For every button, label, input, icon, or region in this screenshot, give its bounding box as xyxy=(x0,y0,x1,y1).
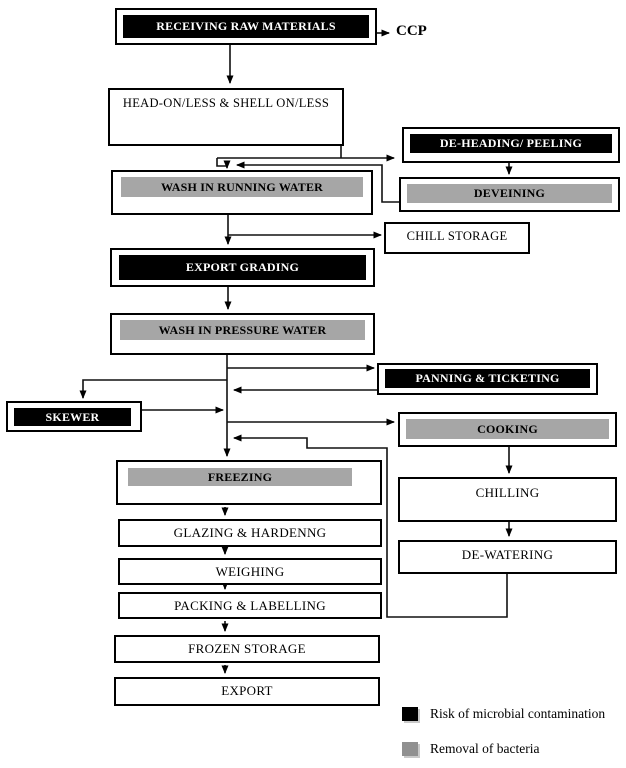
box-frozen-storage: FROZEN STORAGE xyxy=(114,635,380,663)
box-receiving-label: RECEIVING RAW MATERIALS xyxy=(123,15,369,38)
box-skewer-label: SKEWER xyxy=(14,408,131,426)
legend-removal-label: Removal of bacteria xyxy=(430,741,540,756)
box-panning-label: PANNING & TICKETING xyxy=(385,369,590,388)
legend-removal-swatch xyxy=(402,742,418,756)
box-export-grading-label: EXPORT GRADING xyxy=(119,255,366,280)
legend-risk-swatch xyxy=(402,707,418,721)
box-deveining-label: DEVEINING xyxy=(407,184,612,203)
ccp-label: CCP xyxy=(396,23,427,39)
box-skewer: SKEWER xyxy=(6,401,142,432)
legend-risk-row: Risk of microbial contamination xyxy=(402,706,605,722)
box-wash-pressure-water: WASH IN PRESSURE WATER xyxy=(110,313,375,355)
box-wash-running-label: WASH IN RUNNING WATER xyxy=(121,177,363,197)
box-cooking: COOKING xyxy=(398,412,617,447)
box-freezing: FREEZING xyxy=(116,460,382,505)
box-dewatering-label: DE-WATERING xyxy=(461,547,554,562)
box-packing-labelling: PACKING & LABELLING xyxy=(118,592,382,619)
box-deheading-peeling: DE-HEADING/ PEELING xyxy=(402,127,620,163)
box-frozen-storage-label: FROZEN STORAGE xyxy=(188,641,306,656)
arrow-dewatering-return xyxy=(233,434,508,618)
box-head-on-label: HEAD-ON/LESS & SHELL ON/LESS xyxy=(122,96,330,110)
box-deveining: DEVEINING xyxy=(399,177,620,212)
arrow-headon-to-washrunning xyxy=(216,158,231,169)
box-chilling: CHILLING xyxy=(398,477,617,522)
box-wash-running-water: WASH IN RUNNING WATER xyxy=(111,170,373,215)
box-deheading-label: DE-HEADING/ PEELING xyxy=(410,134,612,153)
box-packing-label: PACKING & LABELLING xyxy=(174,598,326,613)
box-panning-ticketing: PANNING & TICKETING xyxy=(377,363,598,395)
box-chill-storage-label: CHILL STORAGE xyxy=(406,229,508,243)
box-wash-pressure-label: WASH IN PRESSURE WATER xyxy=(120,320,365,340)
box-export-label: EXPORT xyxy=(221,683,273,698)
legend-removal-row: Removal of bacteria xyxy=(402,741,539,757)
box-glazing-hardening: GLAZING & HARDENNG xyxy=(118,519,382,547)
box-receiving-raw-materials: RECEIVING RAW MATERIALS xyxy=(115,8,377,45)
box-glazing-label: GLAZING & HARDENNG xyxy=(173,525,327,540)
box-export: EXPORT xyxy=(114,677,380,706)
box-cooking-label: COOKING xyxy=(406,419,609,439)
box-weighing-label: WEIGHING xyxy=(215,564,285,579)
arrow-deveining-to-washrunning xyxy=(236,161,399,203)
box-freezing-label: FREEZING xyxy=(128,468,352,486)
box-chilling-label: CHILLING xyxy=(475,485,540,500)
box-weighing: WEIGHING xyxy=(118,558,382,585)
box-export-grading: EXPORT GRADING xyxy=(110,248,375,287)
box-head-on-less: HEAD-ON/LESS & SHELL ON/LESS xyxy=(108,88,344,146)
box-chill-storage: CHILL STORAGE xyxy=(384,222,530,254)
box-dewatering: DE-WATERING xyxy=(398,540,617,574)
arrow-branch-to-skewer xyxy=(79,379,227,399)
legend-risk-label: Risk of microbial contamination xyxy=(430,706,606,721)
